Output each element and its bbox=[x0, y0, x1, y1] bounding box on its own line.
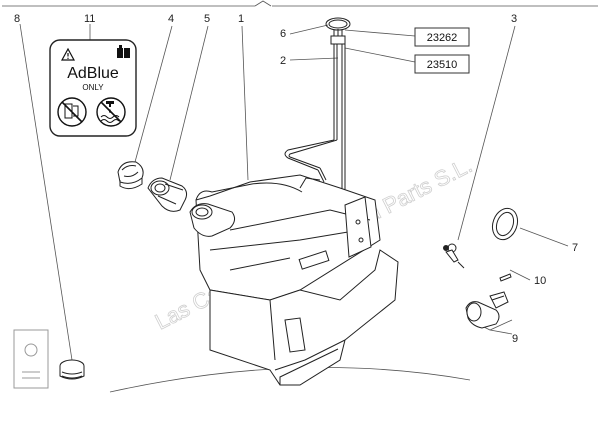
do-not-pour-in-water-icon bbox=[96, 97, 126, 127]
tank-part-1 bbox=[195, 174, 381, 301]
sender-unit-part-2 bbox=[284, 29, 346, 208]
callout-9: 9 bbox=[512, 333, 518, 345]
corner-logo-icon bbox=[13, 329, 49, 389]
ref-box-23262: 23262 bbox=[414, 27, 470, 47]
filler-neck-part-5 bbox=[147, 177, 188, 212]
warning-triangle-icon bbox=[60, 47, 76, 61]
leader-lines bbox=[19, 23, 569, 361]
no-drinking-icon bbox=[57, 97, 87, 127]
label-brand-text: AdBlue bbox=[67, 65, 119, 82]
callout-4: 4 bbox=[168, 13, 174, 25]
svg-text:23262: 23262 bbox=[427, 32, 458, 44]
callout-1: 1 bbox=[238, 13, 244, 25]
svg-text:23510: 23510 bbox=[427, 59, 458, 71]
callout-6: 6 bbox=[280, 28, 286, 40]
callout-numbers: 8 11 4 5 1 6 2 3 7 10 9 bbox=[14, 13, 578, 345]
callout-10: 10 bbox=[534, 275, 546, 287]
connector-part-9 bbox=[465, 291, 509, 329]
callout-8: 8 bbox=[14, 13, 20, 25]
callout-11: 11 bbox=[84, 13, 95, 25]
label-subtitle-text: ONLY bbox=[82, 83, 104, 92]
ref-box-23510: 23510 bbox=[414, 54, 470, 74]
tank-filler-neck bbox=[189, 203, 236, 237]
callout-2: 2 bbox=[280, 55, 286, 67]
o-ring-part-7 bbox=[491, 207, 519, 241]
tank-bracket bbox=[209, 249, 399, 386]
callout-7: 7 bbox=[572, 242, 578, 254]
callout-5: 5 bbox=[204, 13, 210, 25]
adblue-label: AdBlue ONLY bbox=[49, 39, 137, 137]
callout-3: 3 bbox=[511, 13, 517, 25]
drain-plug-part-8 bbox=[59, 359, 85, 380]
fitting-part-3 bbox=[443, 243, 465, 269]
ring-part-6 bbox=[325, 17, 351, 31]
pin-part-10 bbox=[499, 273, 512, 282]
book-icon bbox=[117, 45, 130, 58]
filler-cap-part-4 bbox=[117, 161, 144, 190]
